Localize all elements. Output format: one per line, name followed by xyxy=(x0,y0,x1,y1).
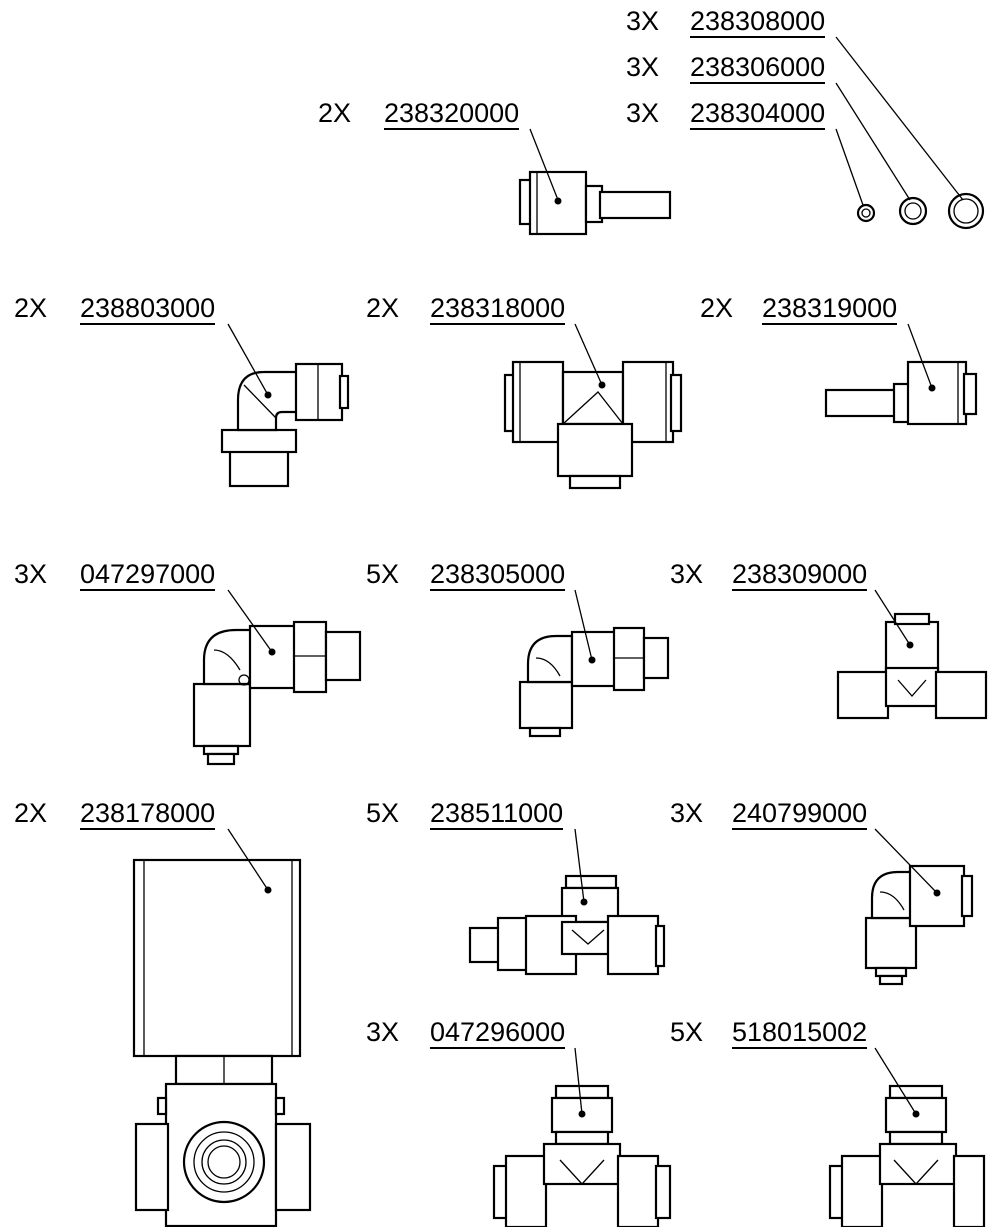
part-number-label: 238318000 xyxy=(430,293,566,325)
leader-lines xyxy=(227,36,964,1118)
qty-label: 5X xyxy=(366,798,400,828)
fitting-238309000-drawing xyxy=(836,612,988,720)
fitting-047296000-drawing xyxy=(492,1084,672,1227)
part-number-label: 238309000 xyxy=(732,559,868,591)
part-number-label: 238511000 xyxy=(430,798,564,830)
qty-label: 5X xyxy=(670,1017,704,1047)
qty-label: 2X xyxy=(14,798,48,828)
part-number-label: 238320000 xyxy=(384,98,520,130)
fitting-238803000-drawing xyxy=(220,362,350,488)
qty-label: 3X xyxy=(670,559,704,589)
qty-label: 3X xyxy=(626,52,660,82)
part-number-label: 240799000 xyxy=(732,798,868,830)
part-number-label: 238319000 xyxy=(762,293,898,325)
oring-238308000-drawing xyxy=(947,192,985,230)
valve-238178000-drawing xyxy=(132,858,312,1227)
part-number-label: 047296000 xyxy=(430,1017,566,1049)
qty-label: 3X xyxy=(366,1017,400,1047)
fitting-238305000-drawing xyxy=(518,626,670,738)
fitting-238318000-drawing xyxy=(503,360,683,490)
part-number-label: 238178000 xyxy=(80,798,216,830)
fitting-240799000-drawing xyxy=(864,864,974,986)
part-number-label: 238306000 xyxy=(690,52,826,84)
oring-238304000-drawing xyxy=(856,203,876,223)
fitting-518015002-drawing xyxy=(828,1084,986,1227)
qty-label: 3X xyxy=(626,98,660,128)
oring-238306000-drawing xyxy=(898,196,928,226)
part-number-label: 238304000 xyxy=(690,98,826,130)
qty-label: 2X xyxy=(366,293,400,323)
qty-label: 3X xyxy=(670,798,704,828)
part-number-label: 238308000 xyxy=(690,6,826,38)
part-number-label: 238803000 xyxy=(80,293,216,325)
fitting-238320000-drawing xyxy=(518,170,672,236)
fitting-047297000-drawing xyxy=(192,620,362,766)
qty-label: 5X xyxy=(366,559,400,589)
part-number-label: 238305000 xyxy=(430,559,566,591)
fitting-238319000-drawing xyxy=(824,360,978,426)
qty-label: 3X xyxy=(626,6,660,36)
part-number-label: 047297000 xyxy=(80,559,216,591)
qty-label: 2X xyxy=(318,98,352,128)
qty-label: 2X xyxy=(14,293,48,323)
part-number-label: 518015002 xyxy=(732,1017,868,1049)
qty-label: 2X xyxy=(700,293,734,323)
fitting-238511000-drawing xyxy=(468,874,666,976)
qty-label: 3X xyxy=(14,559,48,589)
